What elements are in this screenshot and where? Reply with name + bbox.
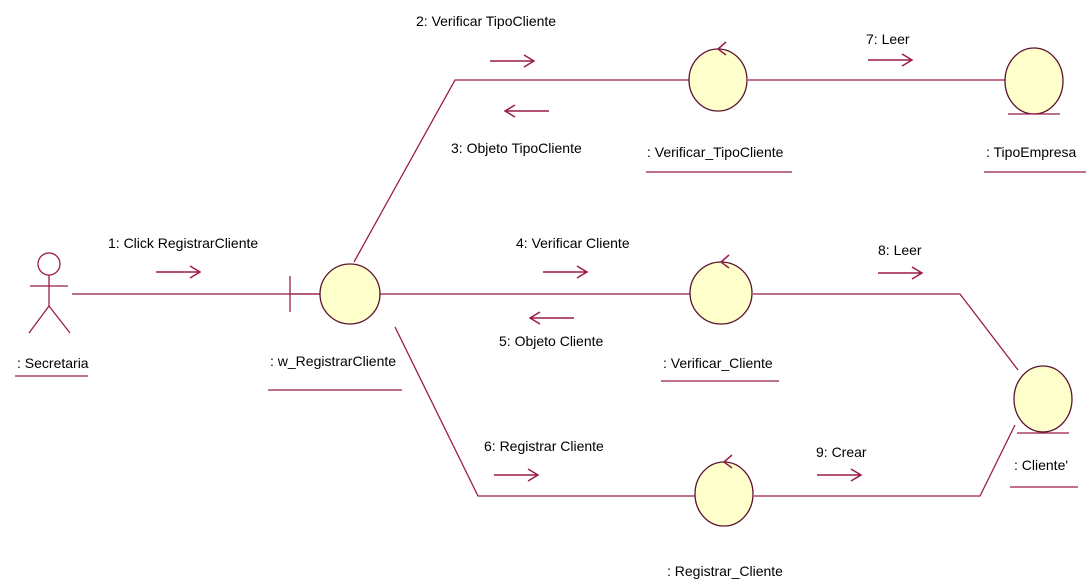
link-boundary-registrar	[394, 326, 695, 497]
actor-right-leg-icon	[48, 305, 71, 334]
link-registrar-cliente	[754, 424, 1016, 497]
control-arrow-icon	[720, 254, 730, 269]
message-8-label: 8: Leer	[878, 242, 922, 258]
actor-secretaria[interactable]	[28, 252, 71, 334]
message-7-arrow-icon	[868, 53, 914, 67]
message-3-label: 3: Objeto TipoCliente	[451, 140, 582, 156]
message-9-arrow-icon	[817, 468, 863, 482]
verificar-tipocliente-label: : Verificar_TipoCliente	[647, 144, 784, 160]
message-5-label: 5: Objeto Cliente	[499, 333, 603, 349]
control-arrow-icon	[717, 41, 727, 56]
actor-left-leg-icon	[28, 305, 50, 334]
message-9-label: 9: Crear	[816, 444, 867, 460]
entity-circle-icon	[1004, 47, 1064, 115]
message-1-label: 1: Click RegistrarCliente	[108, 235, 258, 251]
boundary-circle-icon	[319, 263, 381, 325]
control-circle-icon	[694, 461, 754, 527]
cliente-label: : Cliente'	[1014, 457, 1068, 473]
message-1-arrow-icon	[156, 265, 202, 279]
message-7-label: 7: Leer	[866, 31, 910, 47]
link-verificar-cliente-cliente	[753, 293, 1019, 371]
registrar-cliente-label: : Registrar_Cliente	[667, 563, 783, 579]
entity-circle-icon	[1013, 365, 1073, 433]
control-circle-icon	[688, 48, 748, 112]
actor-head-icon	[37, 252, 61, 276]
control-circle-icon	[689, 261, 753, 325]
message-4-label: 4: Verificar Cliente	[516, 235, 630, 251]
boundary-label: : w_RegistrarCliente	[270, 353, 396, 369]
message-3-arrow-icon	[503, 104, 549, 118]
message-8-arrow-icon	[878, 266, 924, 280]
verificar-cliente-label: : Verificar_Cliente	[663, 355, 773, 371]
entity-cliente[interactable]	[1013, 365, 1073, 434]
boundary-object[interactable]	[289, 263, 381, 325]
control-arrow-icon	[723, 454, 733, 469]
message-2-arrow-icon	[490, 54, 536, 68]
control-verificar-cliente[interactable]	[689, 254, 753, 325]
message-5-arrow-icon	[528, 311, 574, 325]
actor-label: : Secretaria	[17, 355, 89, 371]
message-2-label: 2: Verificar TipoCliente	[416, 13, 556, 29]
entity-tipoempresa[interactable]	[1004, 47, 1064, 115]
link-boundary-verificar-tipo	[353, 79, 690, 263]
tipoempresa-label: : TipoEmpresa	[986, 144, 1076, 160]
control-registrar-cliente[interactable]	[694, 454, 754, 527]
message-6-label: 6: Registrar Cliente	[484, 438, 604, 454]
control-verificar-tipocliente[interactable]	[688, 41, 748, 112]
message-4-arrow-icon	[543, 265, 589, 279]
message-6-arrow-icon	[494, 468, 540, 482]
